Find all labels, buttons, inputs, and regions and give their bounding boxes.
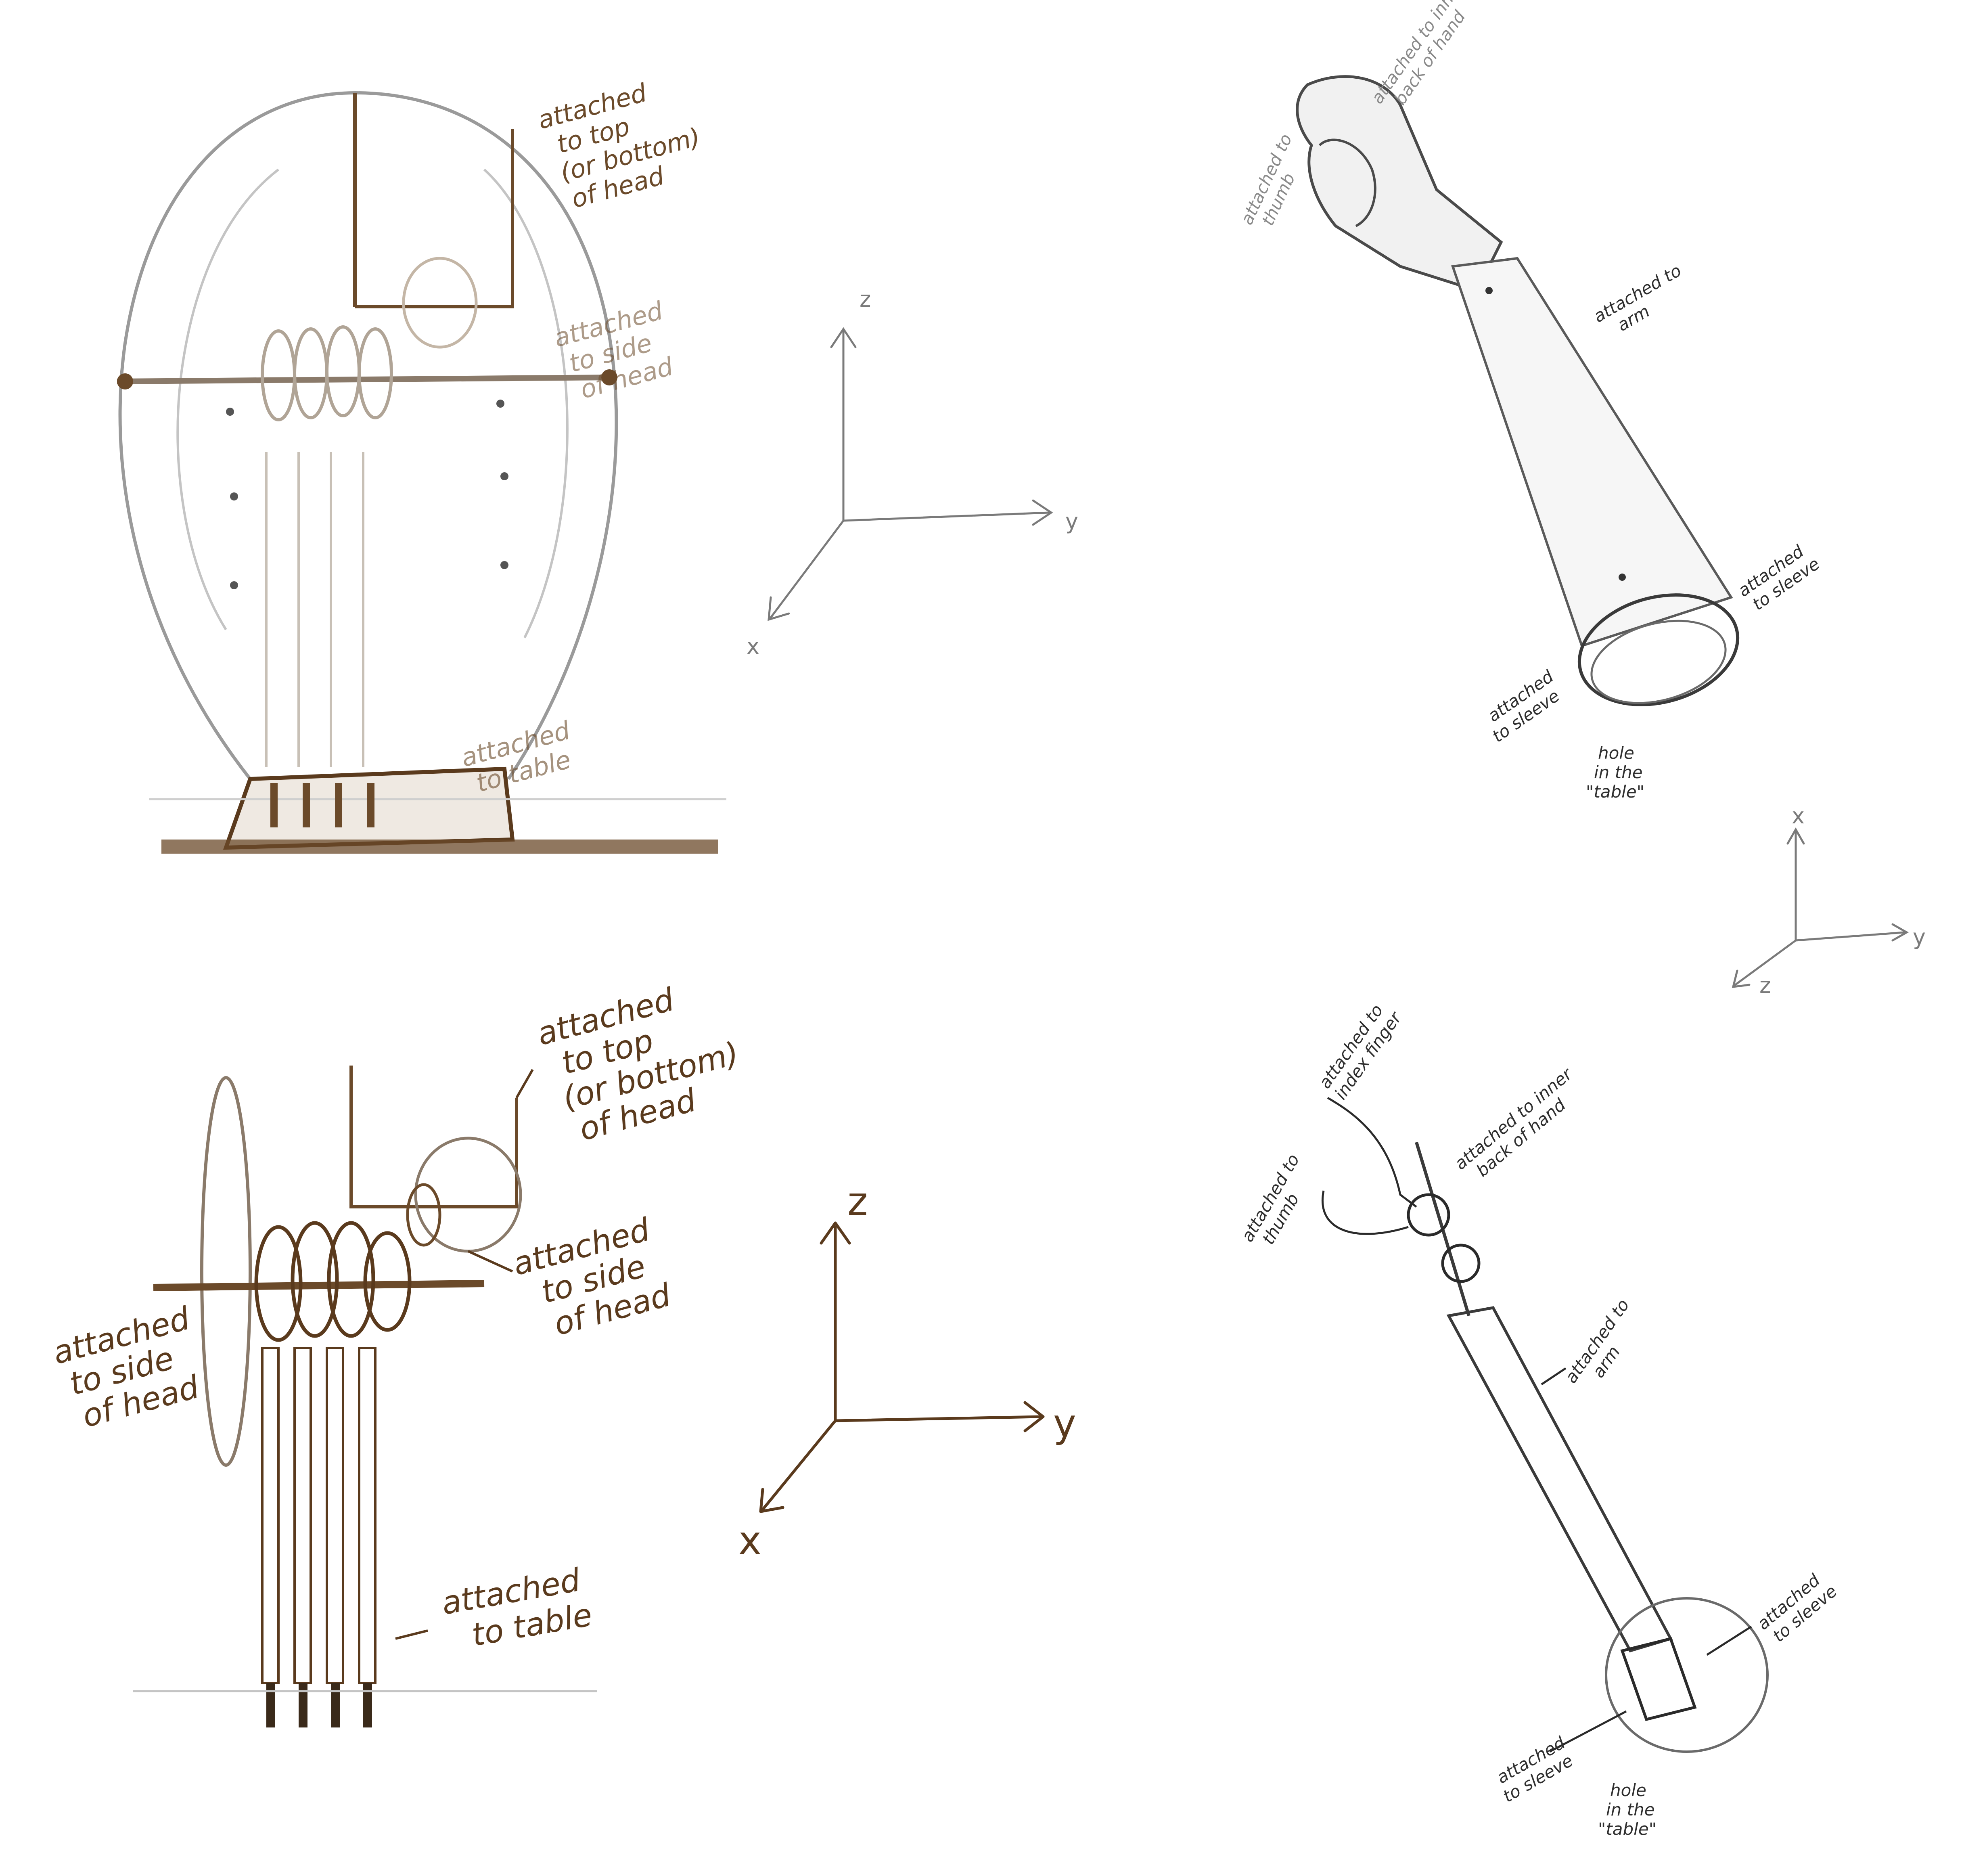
peg-4 bbox=[367, 783, 374, 827]
peg-1 bbox=[266, 1683, 275, 1727]
hole-dot bbox=[500, 472, 508, 480]
side-axle bbox=[117, 377, 613, 381]
z-axis-label: z bbox=[860, 287, 871, 312]
pulley-2 bbox=[295, 329, 327, 418]
z-axis-label: z bbox=[847, 1179, 868, 1224]
x-axis bbox=[771, 521, 843, 618]
y-axis-label: y bbox=[1913, 924, 1926, 950]
label-back-hand: attached to inner back of hand bbox=[1451, 1061, 1592, 1189]
hole-dot bbox=[230, 581, 238, 589]
x-axis-label: x bbox=[747, 634, 759, 659]
pulley-top bbox=[416, 1138, 521, 1251]
label-back-hand: attached to inner back of hand bbox=[1367, 0, 1487, 118]
side-disc bbox=[202, 1078, 250, 1465]
y-axis-label: y bbox=[1065, 509, 1078, 534]
x-axis-label: x bbox=[1792, 803, 1805, 829]
peg-3 bbox=[335, 783, 342, 827]
sketch-arm-schematic: attached to index finger attached to inn… bbox=[1237, 996, 1841, 1839]
hole-dot bbox=[1619, 574, 1626, 581]
forearm-tube bbox=[1449, 1308, 1671, 1651]
axes-top-right: x y z bbox=[1733, 803, 1926, 998]
peg-2 bbox=[303, 783, 310, 827]
label-attached-table: attached to table bbox=[458, 714, 588, 800]
sketch-arm-hand-shaded: attached to inner back of hand attached … bbox=[1237, 0, 1824, 802]
y-axis bbox=[1796, 932, 1905, 940]
tube-1 bbox=[262, 1348, 278, 1683]
tube-3 bbox=[327, 1348, 343, 1683]
x-axis bbox=[763, 1421, 835, 1510]
label-thumb: attached to thumb bbox=[1237, 1146, 1323, 1255]
pulley-1 bbox=[262, 331, 295, 420]
hole-dot bbox=[496, 400, 504, 408]
tube-2 bbox=[295, 1348, 311, 1683]
x-axis-label: x bbox=[738, 1518, 761, 1563]
hole-dot bbox=[226, 408, 234, 416]
label-thumb: attached to thumb bbox=[1237, 126, 1316, 236]
peg-3 bbox=[331, 1683, 340, 1727]
peg-2 bbox=[299, 1683, 307, 1727]
joint-thumb bbox=[1408, 1195, 1449, 1235]
pointer-sleeve-right bbox=[1707, 1627, 1751, 1655]
pulley-top bbox=[404, 258, 476, 347]
pulley-4 bbox=[359, 329, 391, 418]
top-bracket bbox=[355, 129, 512, 307]
label-arm: attached to arm bbox=[1561, 1291, 1652, 1398]
z-axis-label: z bbox=[1759, 973, 1771, 998]
axes-bottom-left: z y x bbox=[738, 1179, 1076, 1563]
sketch-mechanism-detail: attached to top (or bottom) of head atta… bbox=[49, 966, 761, 1727]
axes-top-left: z y x bbox=[747, 287, 1078, 659]
wire-index bbox=[1328, 1098, 1416, 1207]
label-index-finger: attached to index finger bbox=[1315, 996, 1406, 1103]
sketch-head-mechanism: attached to top (or bottom) of head atta… bbox=[117, 65, 726, 854]
pulley-top-inner bbox=[408, 1185, 440, 1245]
pointer-table bbox=[395, 1631, 428, 1639]
y-axis bbox=[835, 1417, 1041, 1421]
label-hole: hole in the "table" bbox=[1598, 1780, 1660, 1839]
label-attached-top: attached to top (or bottom) of head bbox=[533, 966, 761, 1152]
label-arm: attached to arm bbox=[1590, 258, 1699, 343]
label-sleeve-right: attached to sleeve bbox=[1753, 1566, 1841, 1649]
joint-index bbox=[1443, 1245, 1479, 1281]
pointer-side bbox=[468, 1251, 512, 1271]
label-sleeve-right: attached to sleeve bbox=[1734, 538, 1824, 617]
label-attached-side: attached to side of head bbox=[551, 294, 688, 408]
label-attached-table: attached to table bbox=[439, 1560, 599, 1658]
label-sleeve-left: attached to sleeve bbox=[1477, 663, 1573, 746]
wire-thumb bbox=[1322, 1191, 1408, 1234]
hole-dot bbox=[500, 561, 508, 569]
table-top bbox=[161, 840, 718, 854]
hole-dot bbox=[1485, 287, 1493, 294]
pulley-3 bbox=[327, 327, 359, 416]
pointer-top bbox=[517, 1070, 533, 1098]
label-attached-side-left: attached to side of head bbox=[49, 1298, 221, 1438]
forearm bbox=[1453, 258, 1731, 646]
peg-4 bbox=[363, 1683, 372, 1727]
hole-dot bbox=[230, 492, 238, 500]
axle-left-knob bbox=[117, 373, 133, 389]
top-bracket bbox=[351, 1066, 517, 1207]
head-outline bbox=[120, 93, 617, 779]
side-axle bbox=[153, 1283, 484, 1288]
hand-shape bbox=[1297, 77, 1501, 291]
label-sleeve-left: attached to sleeve bbox=[1490, 1730, 1583, 1806]
peg-1 bbox=[270, 783, 278, 827]
label-hole: hole in the "table" bbox=[1586, 743, 1648, 802]
y-axis bbox=[843, 513, 1049, 521]
tube-4 bbox=[359, 1348, 375, 1683]
y-axis-label: y bbox=[1053, 1401, 1076, 1446]
label-attached-side-right: attached to side of head bbox=[509, 1209, 681, 1349]
label-attached-top: attached to top (or bottom) of head bbox=[535, 65, 718, 217]
